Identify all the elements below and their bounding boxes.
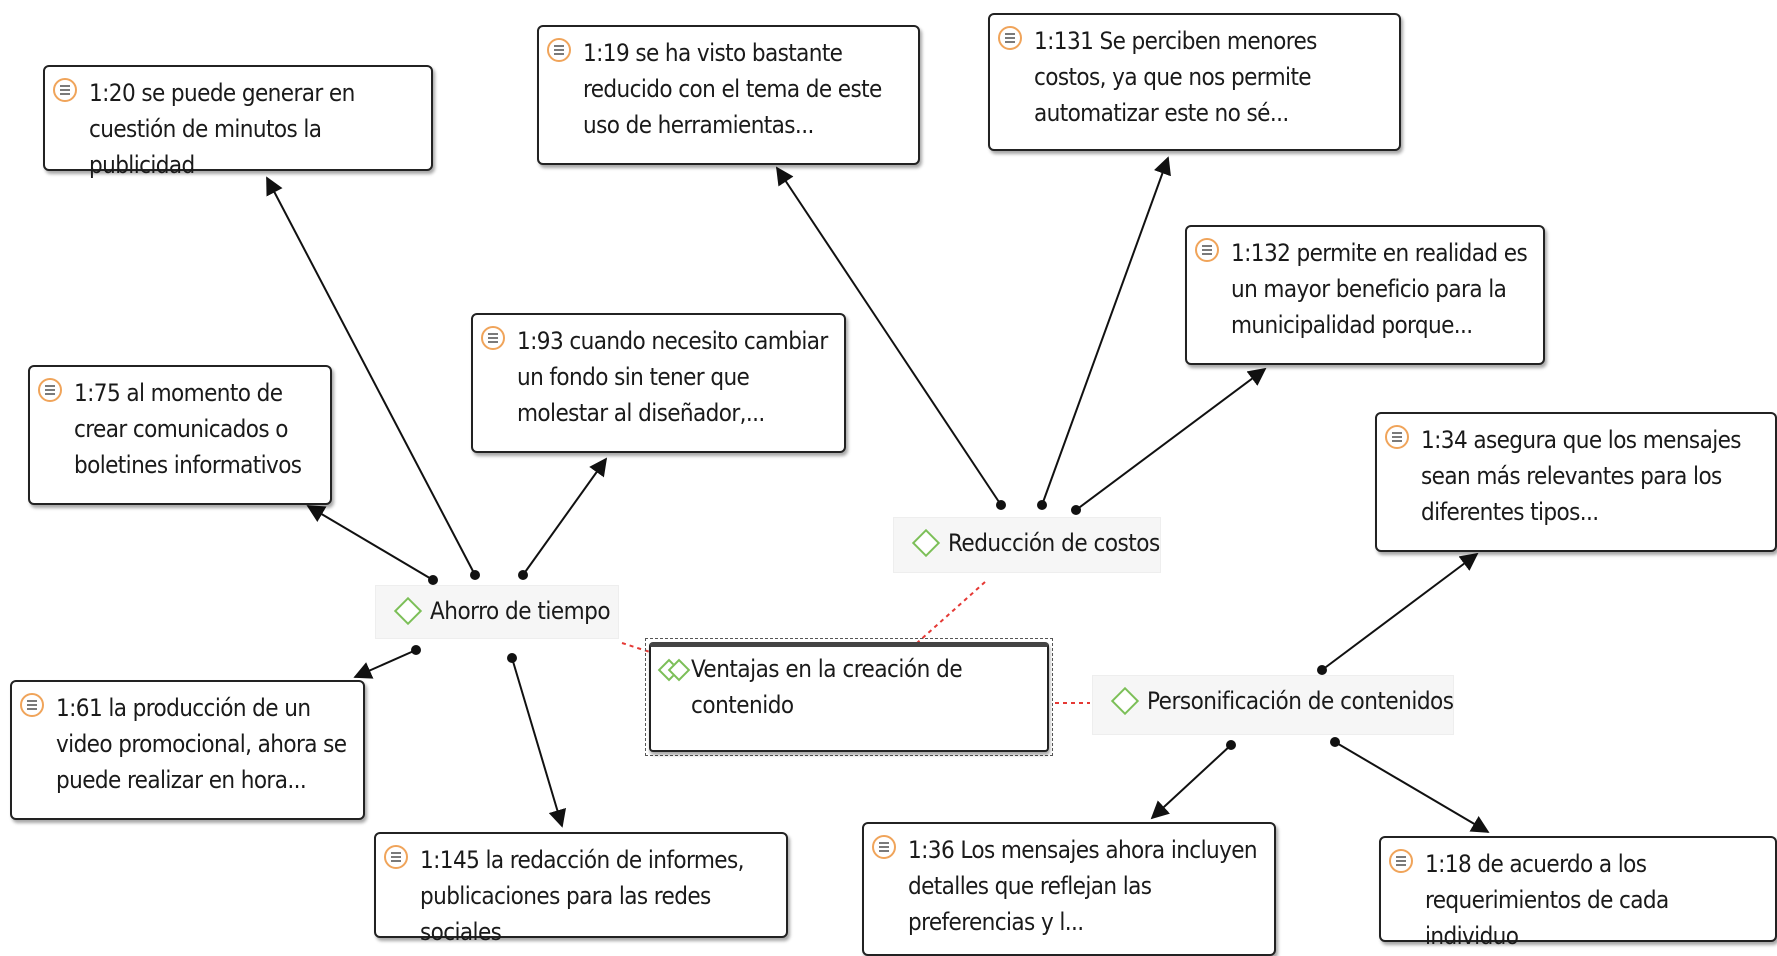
quote-q1_36[interactable]: 1:36 Los mensajes ahora incluyen detalle… bbox=[862, 822, 1276, 956]
link-reduccion-q1_19 bbox=[776, 166, 1002, 506]
link-ahorro-q1_20 bbox=[266, 176, 476, 576]
quote-q1_75[interactable]: 1:75 al momento de crear comunicados o b… bbox=[28, 365, 332, 505]
link-reduccion-q1_132 bbox=[1075, 367, 1267, 511]
quote-q1_20[interactable]: 1:20 se puede generar en cuestión de min… bbox=[43, 65, 433, 179]
code-personificacion-de-contenidos[interactable]: Personificación de contenidos bbox=[1092, 675, 1454, 735]
code-label: Reducción de costos bbox=[948, 529, 1160, 557]
quotation-icon bbox=[998, 26, 1022, 50]
quote-text: 1:75 al momento de crear comunicados o b… bbox=[74, 379, 302, 479]
quotation-icon bbox=[1385, 425, 1409, 449]
link-ahorro-q1_145 bbox=[511, 657, 567, 828]
central-label: Ventajas en la creación de contenido bbox=[691, 655, 963, 719]
quote-q1_145[interactable]: 1:145 la redacción de informes, publicac… bbox=[374, 832, 788, 946]
link-reduccion-q1_131 bbox=[1041, 156, 1171, 506]
quote-q1_131[interactable]: 1:131 Se perciben menores costos, ya que… bbox=[988, 13, 1401, 151]
link-personificacion-q1_36 bbox=[1150, 744, 1232, 820]
quotation-icon bbox=[20, 693, 44, 717]
quote-text: 1:145 la redacción de informes, publicac… bbox=[420, 846, 744, 946]
dashed-link-reduccion bbox=[916, 581, 986, 644]
code-label: Personificación de contenidos bbox=[1147, 687, 1454, 715]
quotation-icon bbox=[872, 835, 896, 859]
quotation-icon bbox=[384, 845, 408, 869]
quote-q1_18[interactable]: 1:18 de acuerdo a los requerimientos de … bbox=[1379, 836, 1777, 950]
quotation-icon bbox=[547, 38, 571, 62]
code-reduccion-de-costos[interactable]: Reducción de costos bbox=[893, 517, 1161, 573]
quote-text: 1:34 asegura que los mensajes sean más r… bbox=[1421, 426, 1742, 526]
quote-text: 1:36 Los mensajes ahora incluyen detalle… bbox=[908, 836, 1258, 936]
code-label: Ahorro de tiempo bbox=[430, 597, 611, 625]
quotation-icon bbox=[38, 378, 62, 402]
quote-text: 1:93 cuando necesito cambiar un fondo si… bbox=[517, 327, 828, 427]
quotation-icon bbox=[1389, 849, 1413, 873]
quotation-icon bbox=[1195, 238, 1219, 262]
quote-q1_61[interactable]: 1:61 la producción de un video promocion… bbox=[10, 680, 365, 820]
link-personificacion-q1_18 bbox=[1334, 741, 1490, 833]
link-ahorro-q1_93 bbox=[522, 457, 608, 576]
link-ahorro-q1_61 bbox=[353, 649, 417, 679]
link-personificacion-q1_34 bbox=[1321, 552, 1479, 671]
quote-text: 1:131 Se perciben menores costos, ya que… bbox=[1034, 27, 1317, 127]
quotation-icon bbox=[481, 326, 505, 350]
quote-text: 1:18 de acuerdo a los requerimientos de … bbox=[1425, 850, 1669, 950]
quote-text: 1:61 la producción de un video promocion… bbox=[56, 694, 347, 794]
central-node-selection[interactable]: Ventajas en la creación de contenido bbox=[645, 638, 1053, 756]
central-node[interactable]: Ventajas en la creación de contenido bbox=[649, 642, 1049, 752]
code-ahorro-de-tiempo[interactable]: Ahorro de tiempo bbox=[375, 585, 619, 639]
link-ahorro-q1_75 bbox=[306, 505, 434, 581]
quote-text: 1:19 se ha visto bastante reducido con e… bbox=[583, 39, 882, 139]
quote-q1_93[interactable]: 1:93 cuando necesito cambiar un fondo si… bbox=[471, 313, 846, 453]
quotation-icon bbox=[53, 78, 77, 102]
quote-q1_34[interactable]: 1:34 asegura que los mensajes sean más r… bbox=[1375, 412, 1777, 552]
quote-q1_19[interactable]: 1:19 se ha visto bastante reducido con e… bbox=[537, 25, 920, 165]
quote-text: 1:132 permite en realidad es un mayor be… bbox=[1231, 239, 1528, 339]
quote-text: 1:20 se puede generar en cuestión de min… bbox=[89, 79, 355, 179]
quote-q1_132[interactable]: 1:132 permite en realidad es un mayor be… bbox=[1185, 225, 1545, 365]
